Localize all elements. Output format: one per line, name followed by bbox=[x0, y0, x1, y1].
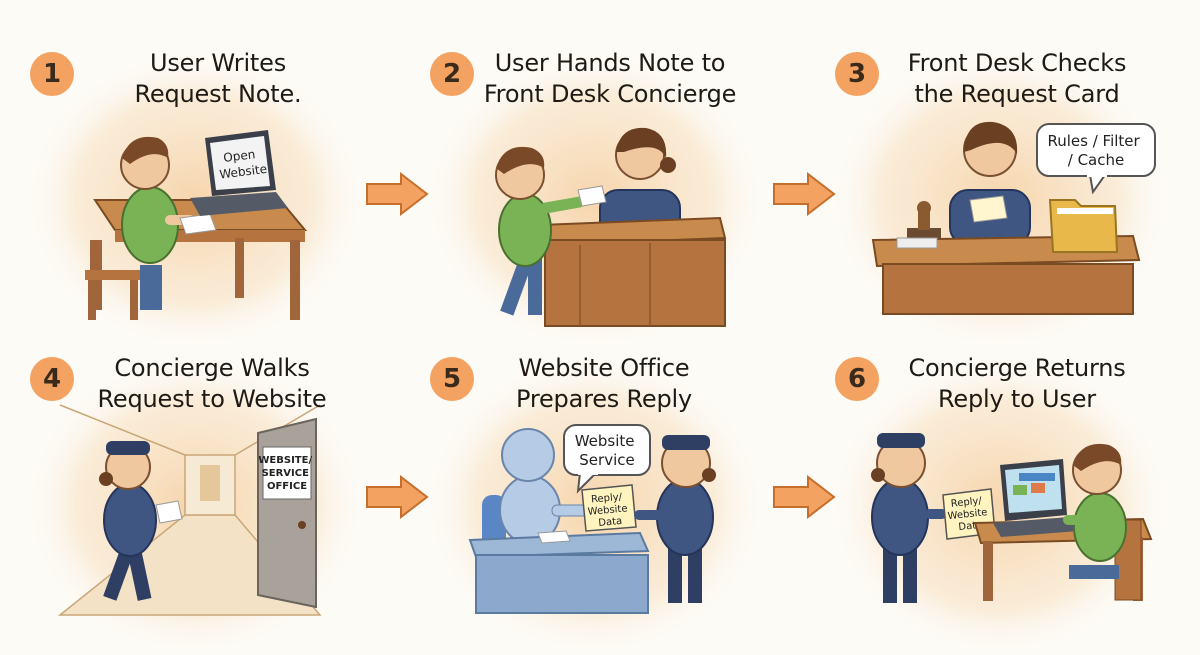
step-4-illustration: WEBSITE/ SERVICE OFFICE bbox=[25, 355, 360, 645]
step-2-number-badge: 2 bbox=[430, 52, 474, 96]
flow-arrow-2-to-3 bbox=[773, 172, 836, 216]
door-sign-label: WEBSITE/ SERVICE OFFICE bbox=[258, 455, 315, 492]
label-line: Website bbox=[219, 162, 268, 182]
label-line: Reply/ bbox=[591, 492, 624, 506]
flow-arrow-5-to-6 bbox=[773, 475, 836, 519]
label-line: / Cache bbox=[1068, 151, 1124, 169]
step-1-number-badge: 1 bbox=[30, 52, 74, 96]
step-3-title: Front Desk Checks the Request Card bbox=[907, 49, 1127, 108]
step-2-title: User Hands Note to Front Desk Concierge bbox=[483, 49, 737, 108]
step-4-number-badge: 4 bbox=[30, 357, 74, 401]
step-4-title: Concierge Walks Request to Website bbox=[97, 354, 327, 413]
step-1-illustration: Open Website bbox=[25, 50, 360, 340]
label-line: Rules / Filter bbox=[1048, 132, 1141, 150]
step-5-panel: Website Service Reply/ Website Data 5 We… bbox=[420, 345, 760, 645]
bubble-label: Website Service bbox=[575, 432, 640, 469]
flow-arrow-1-to-2 bbox=[366, 172, 429, 216]
bubble-label: Rules / Filter / Cache bbox=[1048, 132, 1145, 169]
label-line: Website bbox=[587, 503, 628, 517]
label-line: Reply/ bbox=[950, 496, 983, 510]
step-1-panel: Open Website 1 User Writes Request Note. bbox=[20, 40, 360, 340]
step-4-panel: WEBSITE/ SERVICE OFFICE 4 Concierge Walk… bbox=[20, 345, 360, 645]
step-3-illustration: Rules / Filter / Cache bbox=[830, 50, 1165, 340]
step-5-number-badge: 5 bbox=[430, 357, 474, 401]
laptop-screen-label: Open Website bbox=[217, 146, 268, 182]
step-6-illustration: Reply/ Website Data bbox=[830, 355, 1165, 645]
reply-card-label: Reply/ Website Data bbox=[586, 491, 632, 530]
step-1-title: User Writes Request Note. bbox=[134, 49, 302, 108]
step-5-title: Website Office Prepares Reply bbox=[515, 354, 692, 413]
label-line: Service bbox=[579, 451, 634, 469]
label-line: Website bbox=[575, 432, 635, 450]
label-line: SERVICE bbox=[262, 468, 310, 479]
step-3-panel: Rules / Filter / Cache 3 Front Desk Chec… bbox=[825, 40, 1165, 340]
label-line: Data bbox=[598, 516, 623, 529]
label-line: WEBSITE/ bbox=[258, 455, 312, 466]
step-3-number-badge: 3 bbox=[835, 52, 879, 96]
step-5-illustration: Website Service Reply/ Website Data bbox=[425, 355, 760, 645]
step-6-number-badge: 6 bbox=[835, 357, 879, 401]
step-6-title: Concierge Returns Reply to User bbox=[908, 354, 1126, 413]
step-2-illustration bbox=[425, 50, 760, 340]
step-2-panel: 2 User Hands Note to Front Desk Concierg… bbox=[420, 40, 760, 340]
label-line: OFFICE bbox=[267, 481, 307, 492]
label-line: Website bbox=[947, 507, 988, 522]
step-6-panel: Reply/ Website Data 6 Concierge Return bbox=[825, 345, 1165, 645]
label-line: Open bbox=[223, 147, 257, 165]
flow-arrow-4-to-5 bbox=[366, 475, 429, 519]
